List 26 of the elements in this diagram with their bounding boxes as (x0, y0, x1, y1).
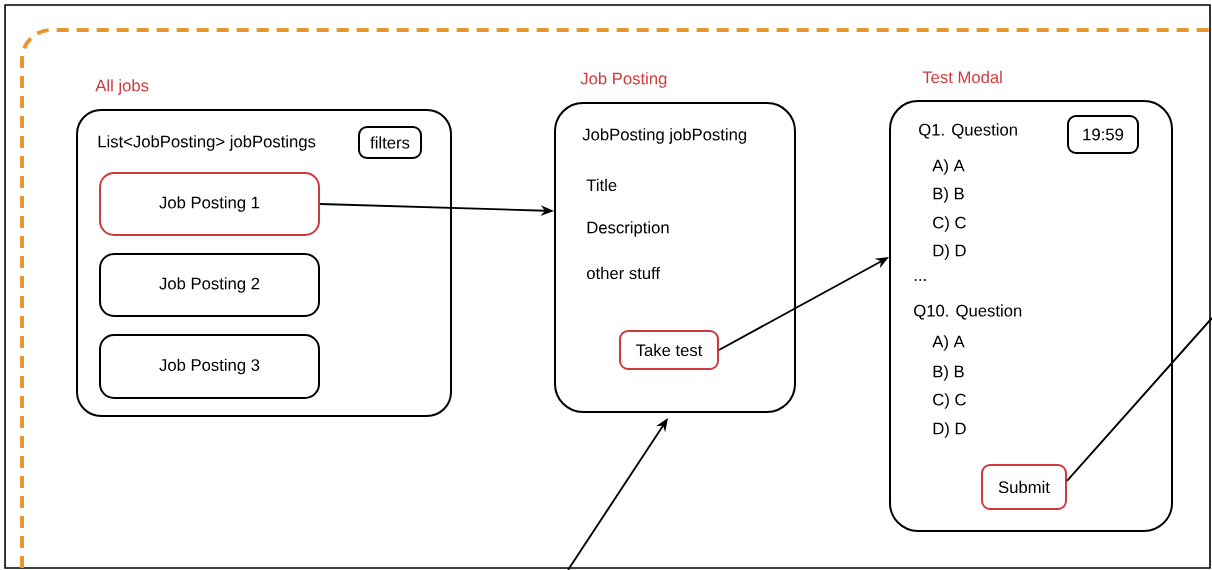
option-text: D) D (933, 244, 966, 260)
panel-heading: Test Modal (922, 70, 1002, 84)
panel-heading: All jobs (95, 79, 149, 95)
question-text: Q10. Question (914, 304, 1022, 320)
option-text: B) B (933, 187, 964, 203)
option-text: B) B (933, 365, 964, 381)
timer-box: 19:59 (1067, 115, 1139, 154)
ellipsis-text: ... (914, 279, 926, 281)
filter-button: filters (358, 126, 422, 159)
option-text: C) C (933, 216, 966, 232)
option-text: A) A (932, 335, 965, 351)
submit-button: Submit (981, 464, 1067, 510)
field-text: Description (587, 221, 669, 237)
test-button: Take test (619, 330, 719, 370)
card-button: Job Posting 3 (99, 334, 320, 399)
card-button: Job Posting 2 (99, 253, 320, 317)
field-text: Title (586, 178, 617, 192)
variable-text: JobPosting jobPosting (582, 128, 747, 144)
question-text: Q1. Question (919, 123, 1017, 139)
field-text: other stuff (586, 266, 661, 280)
variable-text: List<JobPosting> jobPostings (98, 135, 316, 151)
option-text: A) A (932, 159, 965, 175)
option-text: C) C (933, 393, 966, 409)
panel-heading: Job Posting (580, 72, 667, 88)
card-button: Job Posting 1 (99, 172, 320, 236)
option-text: D) D (933, 422, 966, 438)
